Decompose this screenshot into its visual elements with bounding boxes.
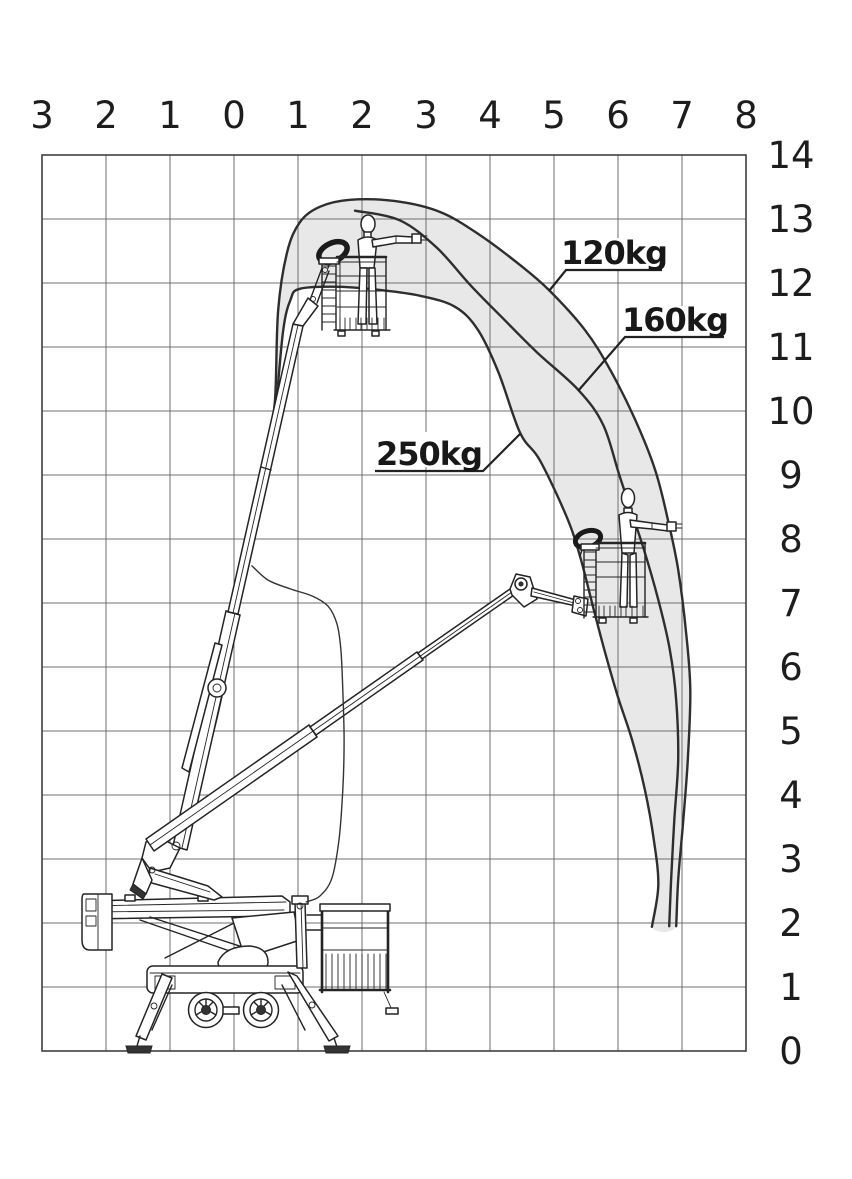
y-axis-tick-label: 12 (767, 262, 814, 305)
outrigger-front-left (125, 973, 173, 1054)
outrigger-front-right (287, 971, 351, 1054)
y-axis-tick-label: 5 (779, 710, 803, 753)
boom-outreach-illustration (145, 573, 589, 852)
label-text-250kg: 250kg (376, 435, 482, 473)
y-axis-tick-label: 14 (767, 134, 814, 177)
y-axis-tick-label: 0 (779, 1030, 803, 1073)
curve-minimum-reach (251, 565, 345, 903)
boom-elevated-illustration (129, 267, 330, 901)
grid-border (41, 154, 747, 1052)
x-axis-tick-label: 2 (94, 94, 118, 137)
y-axis-tick-label: 13 (767, 198, 814, 241)
basket-high-illustration (316, 214, 428, 337)
wheel-right (242, 991, 280, 1029)
operator-figure-mid (618, 487, 683, 608)
x-axis-tick-label: 0 (222, 94, 246, 137)
label-text-160kg: 160kg (622, 301, 728, 339)
label-text-120kg: 120kg (561, 234, 667, 272)
y-axis-tick-label: 2 (779, 902, 803, 945)
x-axis-tick-label: 8 (734, 94, 758, 137)
outrigger-rear-left (151, 984, 173, 1031)
x-axis-tick-label: 7 (670, 94, 694, 137)
x-axis-tick-label: 1 (158, 94, 182, 137)
basket-mid-illustration (572, 487, 683, 624)
y-axis-tick-label: 11 (767, 326, 814, 369)
y-axis-tick-label: 10 (767, 390, 814, 433)
label-bg (372, 432, 486, 467)
y-axis-tick-label: 7 (779, 582, 803, 625)
x-axis-tick-label: 6 (606, 94, 630, 137)
label-bg (622, 306, 728, 338)
x-axis-tick-label: 2 (350, 94, 374, 137)
x-axis-tick-label: 4 (478, 94, 502, 137)
label-leader-160kg (577, 335, 724, 392)
x-axis-tick-label: 3 (30, 94, 54, 137)
label-leader-120kg (548, 268, 662, 292)
label-leader-250kg (375, 433, 521, 473)
curve-160kg (353, 209, 680, 928)
load-label-160kg: 160kg (577, 301, 729, 392)
load-label-250kg: 250kg (372, 432, 521, 473)
outrigger-rear-right (281, 984, 306, 1031)
y-axis-tick-label: 3 (779, 838, 803, 881)
x-axis-tick-label: 3 (414, 94, 438, 137)
y-axis-tick-label: 4 (779, 774, 803, 817)
y-axis-tick-label: 6 (779, 646, 803, 689)
x-axis-tick-label: 5 (542, 94, 566, 137)
boom-cylinder (181, 642, 223, 773)
x-axis-tick-label: 1 (286, 94, 310, 137)
basket-stowed-illustration (318, 903, 399, 1015)
y-axis-tick-label: 1 (779, 966, 803, 1009)
y-axis-tick-label: 9 (779, 454, 803, 497)
y-axis-tick-label: 8 (779, 518, 803, 561)
label-bg (562, 238, 666, 271)
operator-figure-high (357, 214, 428, 325)
wheel-left (187, 991, 225, 1029)
machine-stowed-illustration (81, 893, 399, 1054)
load-label-120kg: 120kg (548, 234, 668, 292)
